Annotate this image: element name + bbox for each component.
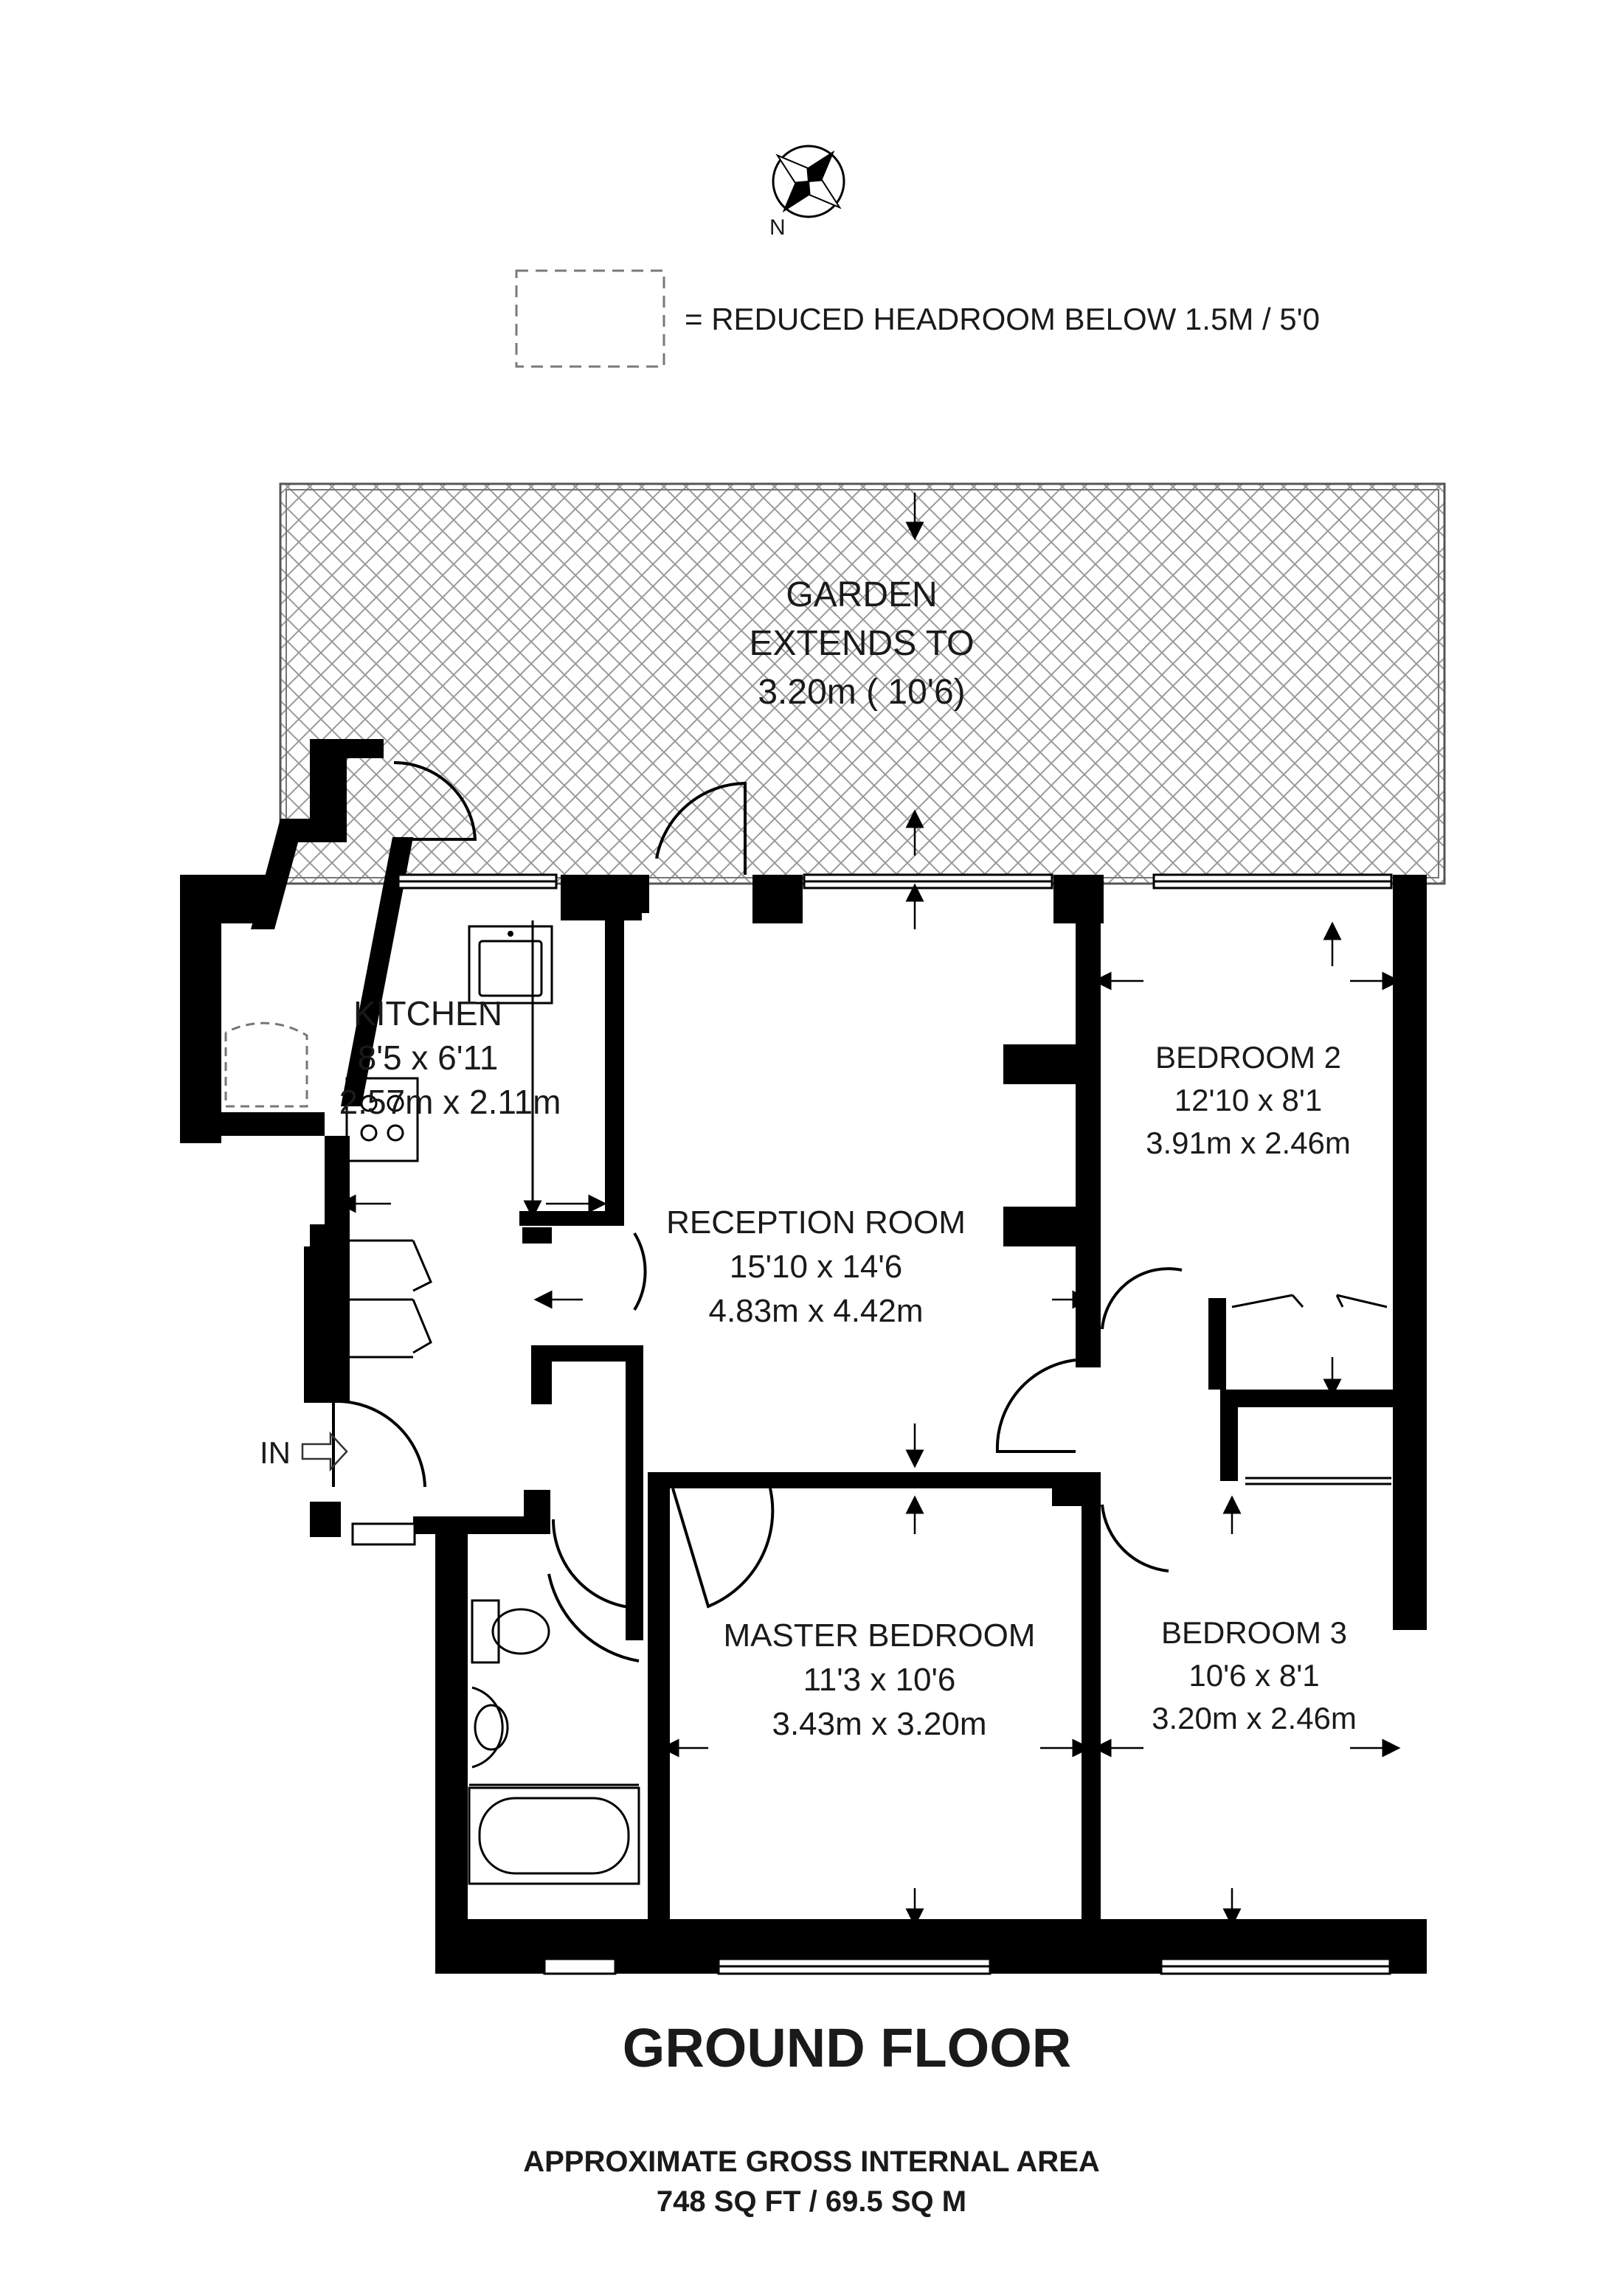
area-line-2: 748 SQ FT / 69.5 SQ M <box>657 2185 966 2218</box>
svg-text:GARDEN: GARDEN <box>786 575 937 614</box>
floor-title: GROUND FLOOR <box>623 2017 1071 2078</box>
compass-rose-icon <box>772 145 845 218</box>
bedroom2-label: BEDROOM 2 12'10 x 8'1 3.91m x 2.46m <box>1146 1040 1351 1160</box>
bedroom3-label: BEDROOM 3 10'6 x 8'1 3.20m x 2.46m <box>1152 1615 1357 1735</box>
legend-swatch <box>515 269 665 368</box>
doors <box>332 760 1391 1609</box>
dimension-arrows <box>337 493 1401 1927</box>
reception-label: RECEPTION ROOM 15'10 x 14'6 4.83m x 4.42… <box>666 1204 966 1329</box>
compass-north-label: N <box>769 215 786 240</box>
kitchen-label: KITCHEN 8'5 x 6'11 2.57m x 2.11m <box>339 994 561 1121</box>
svg-text:RECEPTION ROOM: RECEPTION ROOM <box>666 1204 966 1241</box>
svg-text:MASTER BEDROOM: MASTER BEDROOM <box>724 1617 1036 1654</box>
cupboards <box>344 1239 432 1359</box>
hob-icon <box>345 1077 419 1162</box>
entrance-arrow-icon <box>301 1431 348 1472</box>
master-bedroom-label: MASTER BEDROOM 11'3 x 10'6 3.43m x 3.20m <box>724 1617 1036 1742</box>
svg-text:KITCHEN: KITCHEN <box>353 994 502 1033</box>
legend-text: = REDUCED HEADROOM BELOW 1.5M / 5'0 <box>685 302 1320 336</box>
svg-text:2.57m x 2.11m: 2.57m x 2.11m <box>339 1083 561 1121</box>
area-line-1: APPROXIMATE GROSS INTERNAL AREA <box>523 2146 1100 2178</box>
entrance-label: IN <box>260 1435 291 1470</box>
svg-text:BEDROOM 2: BEDROOM 2 <box>1155 1040 1341 1075</box>
toilet-icon <box>471 1599 550 1664</box>
kitchen-sink-icon <box>468 925 553 1005</box>
bath-icon <box>468 1783 640 1885</box>
svg-text:11'3 x 10'6: 11'3 x 10'6 <box>803 1662 956 1698</box>
store-cupboard <box>224 1022 308 1108</box>
svg-text:15'10 x 14'6: 15'10 x 14'6 <box>730 1249 903 1285</box>
windows <box>351 873 1393 1975</box>
svg-text:10'6 x 8'1: 10'6 x 8'1 <box>1188 1658 1319 1693</box>
garden-label: GARDEN EXTENDS TO 3.20m ( 10'6) <box>750 575 975 712</box>
walls <box>180 739 1427 1974</box>
bathroom-door <box>547 1573 640 1662</box>
svg-text:3.43m x 3.20m: 3.43m x 3.20m <box>772 1706 986 1742</box>
svg-text:3.20m ( 10'6): 3.20m ( 10'6) <box>758 673 965 712</box>
svg-text:12'10 x 8'1: 12'10 x 8'1 <box>1174 1083 1323 1117</box>
svg-text:3.20m x 2.46m: 3.20m x 2.46m <box>1152 1701 1357 1735</box>
svg-text:8'5 x 6'11: 8'5 x 6'11 <box>358 1038 499 1077</box>
basin-icon <box>471 1686 509 1769</box>
svg-text:3.91m x 2.46m: 3.91m x 2.46m <box>1146 1126 1351 1160</box>
garden-area <box>279 482 1446 885</box>
svg-text:EXTENDS TO: EXTENDS TO <box>750 624 975 663</box>
svg-text:4.83m x 4.42m: 4.83m x 4.42m <box>708 1293 923 1329</box>
svg-text:BEDROOM 3: BEDROOM 3 <box>1161 1615 1347 1650</box>
